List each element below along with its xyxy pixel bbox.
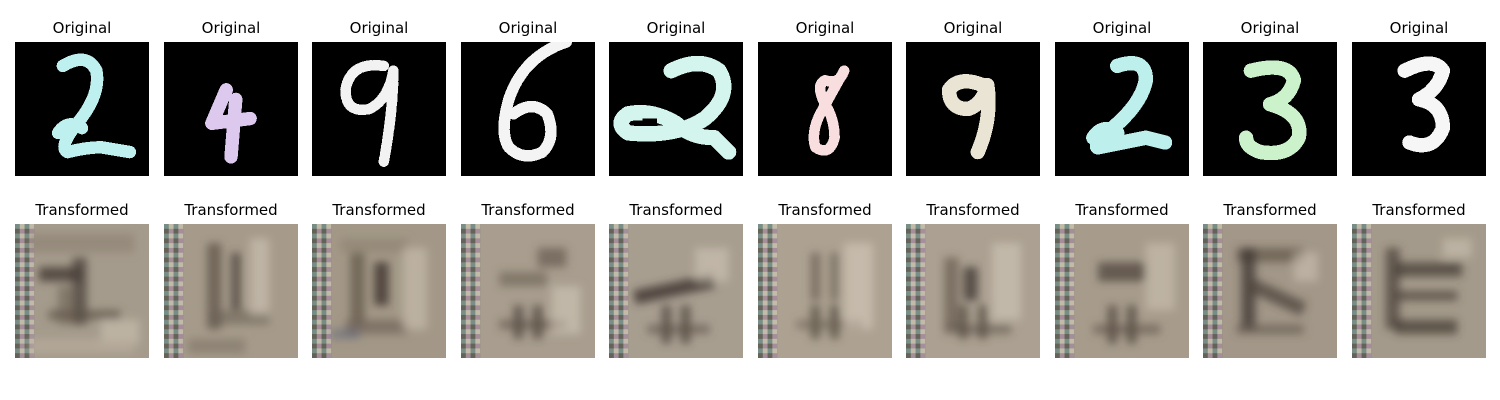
transformed-image bbox=[1352, 224, 1486, 358]
original-panel-3: Original bbox=[312, 18, 446, 178]
transformed-panel-7: Transformed bbox=[906, 200, 1040, 360]
digit-stroke bbox=[1397, 56, 1451, 153]
transformed-row: Transformed bbox=[0, 200, 1500, 360]
original-panel-10: Original bbox=[1352, 18, 1486, 178]
transformed-title: Transformed bbox=[1075, 201, 1169, 219]
transformed-panel-9: Transformed bbox=[1203, 200, 1337, 360]
transformed-title: Transformed bbox=[629, 201, 723, 219]
original-panel-2: Original bbox=[164, 18, 298, 178]
transformed-panel-6: Transformed bbox=[758, 200, 892, 360]
transformed-panel-10: Transformed bbox=[1352, 200, 1486, 360]
transformed-title: Transformed bbox=[926, 201, 1020, 219]
original-image bbox=[15, 42, 149, 176]
transformed-panel-3: Transformed bbox=[312, 200, 446, 360]
original-title: Original bbox=[52, 19, 112, 37]
digit-stroke bbox=[808, 65, 850, 156]
transformed-title: Transformed bbox=[1223, 201, 1317, 219]
original-title: Original bbox=[1092, 19, 1152, 37]
original-panel-1: Original bbox=[15, 18, 149, 178]
transformed-image bbox=[164, 224, 298, 358]
original-title: Original bbox=[1240, 19, 1300, 37]
transformed-panel-5: Transformed bbox=[609, 200, 743, 360]
original-panel-5: Original bbox=[609, 18, 743, 178]
original-title: Original bbox=[943, 19, 1003, 37]
original-image bbox=[1352, 42, 1486, 176]
original-image bbox=[312, 42, 446, 176]
transformed-title: Transformed bbox=[1372, 201, 1466, 219]
digit-stroke bbox=[498, 42, 573, 162]
transformed-image bbox=[906, 224, 1040, 358]
transformed-panel-1: Transformed bbox=[15, 200, 149, 360]
original-panel-7: Original bbox=[906, 18, 1040, 178]
transformed-title: Transformed bbox=[481, 201, 575, 219]
transformed-image bbox=[312, 224, 446, 358]
original-row: Original Original Original bbox=[0, 18, 1500, 178]
transformed-panel-4: Transformed bbox=[461, 200, 595, 360]
original-title: Original bbox=[1389, 19, 1449, 37]
original-title: Original bbox=[201, 19, 261, 37]
original-panel-6: Original bbox=[758, 18, 892, 178]
transformed-image bbox=[15, 224, 149, 358]
original-image bbox=[609, 42, 743, 176]
transformed-panel-8: Transformed bbox=[1055, 200, 1189, 360]
original-image bbox=[1203, 42, 1337, 176]
original-image bbox=[1055, 42, 1189, 176]
original-title: Original bbox=[646, 19, 706, 37]
original-image bbox=[164, 42, 298, 176]
transformed-title: Transformed bbox=[332, 201, 426, 219]
original-panel-4: Original bbox=[461, 18, 595, 178]
transformed-title: Transformed bbox=[778, 201, 872, 219]
original-image bbox=[906, 42, 1040, 176]
digit-stroke bbox=[205, 83, 257, 164]
original-panel-8: Original bbox=[1055, 18, 1189, 178]
original-title: Original bbox=[498, 19, 558, 37]
original-title: Original bbox=[795, 19, 855, 37]
original-panel-9: Original bbox=[1203, 18, 1337, 178]
original-image bbox=[758, 42, 892, 176]
digit-stroke bbox=[941, 74, 996, 160]
transformed-image bbox=[609, 224, 743, 358]
digit-stroke bbox=[613, 55, 737, 160]
transformed-image bbox=[758, 224, 892, 358]
digit-stroke bbox=[340, 59, 399, 167]
digit-stroke bbox=[1238, 60, 1307, 161]
original-title: Original bbox=[349, 19, 409, 37]
transformed-title: Transformed bbox=[184, 201, 278, 219]
original-image bbox=[461, 42, 595, 176]
transformed-image bbox=[1203, 224, 1337, 358]
transformed-panel-2: Transformed bbox=[164, 200, 298, 360]
transformed-image bbox=[1055, 224, 1189, 358]
transformed-image bbox=[461, 224, 595, 358]
transformed-title: Transformed bbox=[35, 201, 129, 219]
